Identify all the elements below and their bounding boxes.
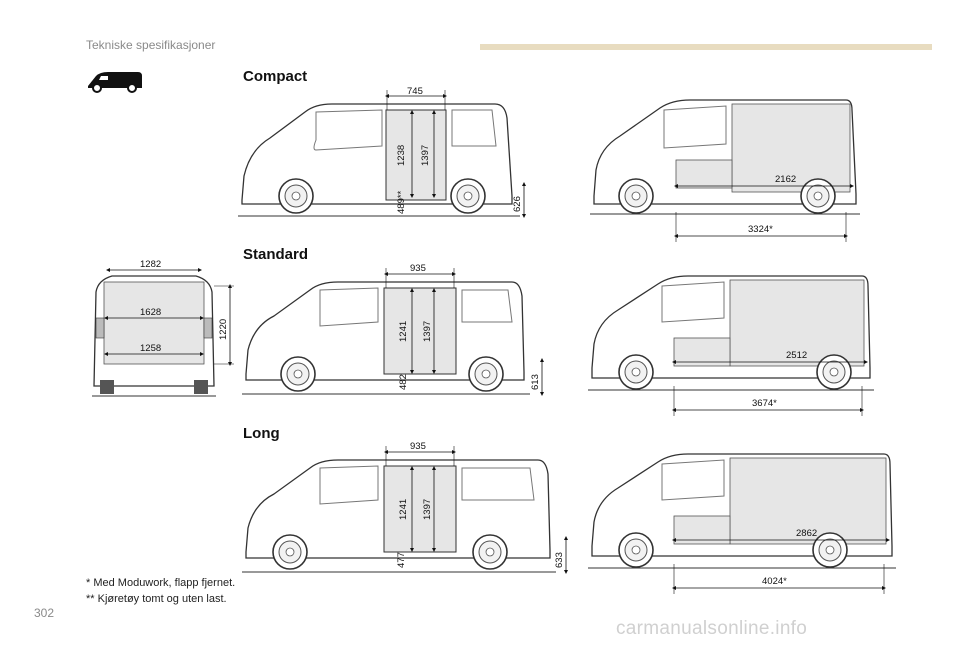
header-title: Tekniske spesifikasjoner — [86, 38, 216, 52]
rear-view — [92, 275, 216, 397]
van-icon — [88, 72, 142, 93]
section-title-long: Long — [243, 425, 280, 442]
long-total-length-label: 4024* — [762, 576, 787, 587]
footnote-2: ** Kjøretøy tomt og uten last. — [86, 593, 227, 605]
compact-cargo-length-label: 2162 — [775, 174, 796, 185]
watermark: carmanualsonline.info — [616, 618, 808, 639]
compact-side-view — [238, 103, 520, 217]
standard-panel-view — [588, 275, 874, 391]
long-height-a-label: 1241 — [398, 499, 409, 520]
standard-cargo-width-label: 935 — [410, 263, 426, 274]
standard-height-a-label: 1241 — [398, 321, 409, 342]
rear-mid-width-label: 1628 — [140, 307, 161, 318]
compact-height-a-label: 1238 — [396, 145, 407, 166]
page-number: 302 — [34, 606, 55, 620]
standard-height-b-label: 1397 — [422, 321, 433, 342]
compact-height-b-label: 1397 — [420, 145, 431, 166]
long-step-height-label: 477 — [396, 552, 407, 568]
compact-total-length-label: 3324* — [748, 224, 773, 235]
rear-height-label: 1220 — [218, 319, 229, 340]
long-side-view — [242, 459, 556, 573]
standard-side-view — [242, 281, 530, 395]
standard-floor-height-label: 613 — [530, 374, 541, 390]
section-title-compact: Compact — [243, 68, 308, 85]
compact-cargo-width-label: 745 — [407, 86, 423, 97]
compact-panel-view — [590, 99, 860, 215]
rear-floor-width-label: 1258 — [140, 343, 161, 354]
compact-floor-height-label: 626 — [512, 196, 523, 212]
footnote-1: * Med Moduwork, flapp fjernet. — [86, 577, 236, 589]
standard-total-length-label: 3674* — [752, 398, 777, 409]
standard-step-height-label: 482 — [398, 374, 409, 390]
long-cargo-width-label: 935 — [410, 441, 426, 452]
long-floor-height-label: 633 — [554, 552, 565, 568]
long-height-b-label: 1397 — [422, 499, 433, 520]
section-title-standard: Standard — [243, 246, 309, 263]
long-panel-view — [588, 453, 896, 569]
compact-step-height-label: 489** — [396, 190, 407, 214]
rear-top-width-label: 1282 — [140, 259, 161, 270]
standard-cargo-length-label: 2512 — [786, 350, 807, 361]
header-accent-bar — [480, 44, 932, 50]
long-cargo-length-label: 2862 — [796, 528, 817, 539]
